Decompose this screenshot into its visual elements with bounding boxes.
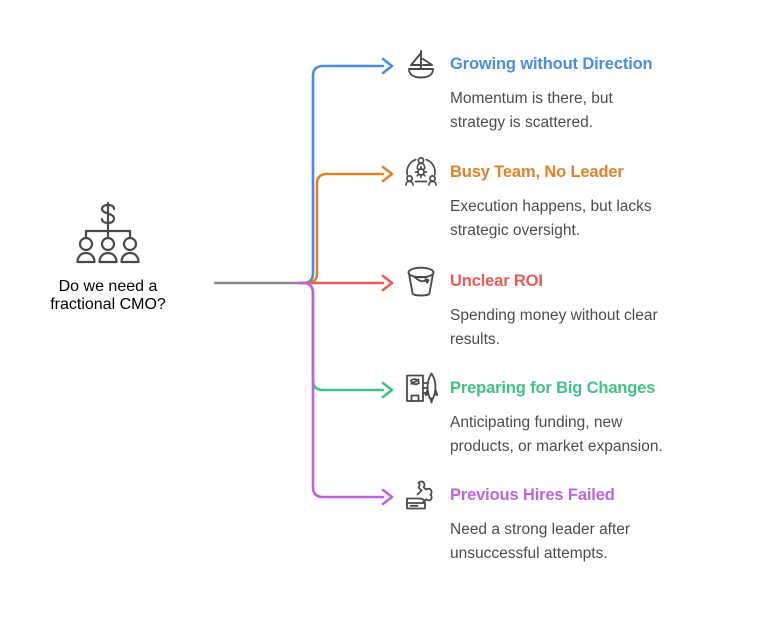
branch-description: Execution happens, but lacks strategic o…	[450, 195, 742, 243]
arrowhead-preparing-for-big-changes	[381, 381, 394, 399]
root-node[interactable]: Do we need a fractional CMO?	[18, 200, 198, 314]
branch-preparing-for-big-changes[interactable]: Preparing for Big Changes Anticipating f…	[404, 372, 756, 459]
bucket-icon	[407, 266, 435, 297]
team-gear-icon	[405, 157, 437, 186]
root-label: Do we need a fractional CMO?	[18, 278, 198, 314]
branch-header: Unclear ROI	[404, 266, 756, 300]
branch-description-line-2: strategic oversight.	[450, 222, 581, 239]
branch-description-line-1: Execution happens, but lacks	[450, 198, 652, 215]
branch-title: Busy Team, No Leader	[450, 163, 624, 181]
branch-unclear-roi[interactable]: Unclear ROI Spending money without clear…	[404, 266, 756, 352]
branch-description-line-2: unsuccessful attempts.	[450, 545, 608, 562]
branch-description-line-1: Anticipating funding, new	[450, 414, 623, 431]
arrowhead-busy-team-no-leader	[381, 165, 394, 183]
root-label-line-2: fractional CMO?	[50, 296, 166, 313]
branch-header: Growing without Direction	[404, 49, 756, 83]
branch-title: Preparing for Big Changes	[450, 379, 656, 397]
branch-title: Growing without Direction	[450, 55, 653, 73]
building-rocket-icon	[406, 372, 438, 404]
branch-description-line-2: strategy is scattered.	[450, 114, 594, 131]
branch-description-line-1: Spending money without clear	[450, 307, 658, 324]
branch-previous-hires-failed[interactable]: Previous Hires Failed Need a strong lead…	[404, 480, 756, 566]
arrowhead-unclear-roi	[381, 274, 394, 292]
branch-description-line-2: products, or market expansion.	[450, 438, 663, 455]
puzzle-hand-icon	[406, 480, 433, 510]
branch-title: Previous Hires Failed	[450, 486, 615, 504]
org-chart-dollar-icon	[76, 201, 140, 264]
root-label-line-1: Do we need a	[58, 278, 158, 295]
branch-description: Anticipating funding, new products, or m…	[450, 411, 742, 459]
branch-description: Need a strong leader after unsuccessful …	[450, 518, 742, 566]
branch-title: Unclear ROI	[450, 272, 543, 290]
branch-description: Momentum is there, but strategy is scatt…	[450, 87, 742, 135]
branch-description-line-2: results.	[450, 331, 500, 348]
sailboat-icon	[408, 50, 434, 79]
branch-header: Busy Team, No Leader	[404, 157, 756, 191]
arrowhead-previous-hires-failed	[381, 488, 394, 506]
arrowhead-growing-without-direction	[381, 57, 394, 75]
connector-previous-hires-failed	[298, 281, 385, 499]
branch-description-line-1: Momentum is there, but	[450, 90, 613, 107]
branch-growing-without-direction[interactable]: Growing without Direction Momentum is th…	[404, 49, 756, 135]
branch-description-line-1: Need a strong leader after	[450, 521, 631, 538]
branch-header: Preparing for Big Changes	[404, 372, 756, 407]
branch-description: Spending money without clear results.	[450, 304, 742, 352]
branch-header: Previous Hires Failed	[404, 480, 756, 514]
branch-busy-team-no-leader[interactable]: Busy Team, No Leader Execution happens, …	[404, 157, 756, 243]
